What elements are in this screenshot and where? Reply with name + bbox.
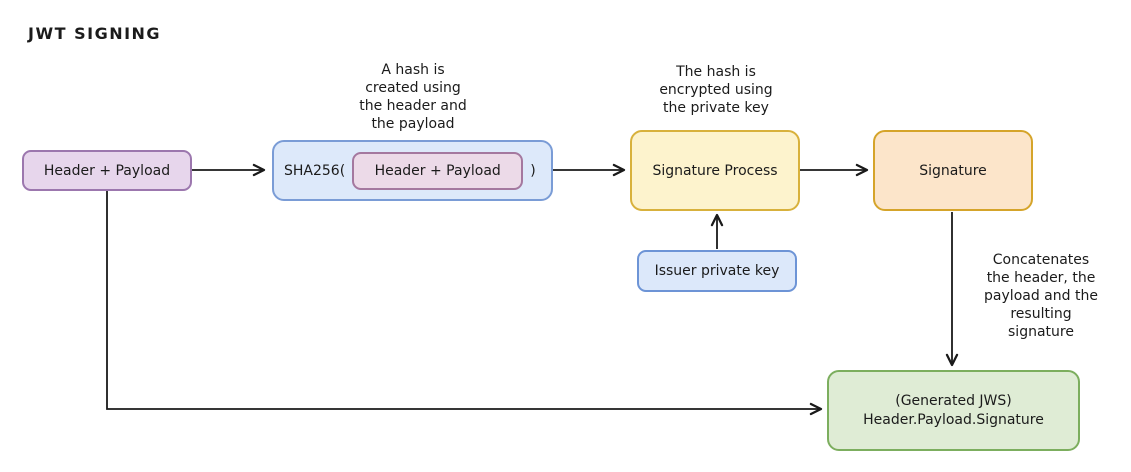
sha256-node: SHA256( Header + Payload ): [272, 140, 553, 201]
sha256-inner-header-payload-node: Header + Payload: [352, 151, 524, 190]
generated-jws-node: (Generated JWS) Header.Payload.Signature: [827, 370, 1080, 451]
sha256-suffix-label: ): [530, 162, 536, 179]
issuer-private-key-label: Issuer private key: [654, 263, 780, 279]
signature-process-label: Signature Process: [652, 162, 778, 179]
concatenates-note: Concatenates the header, the payload and…: [984, 252, 1098, 340]
header-payload-node: Header + Payload: [22, 150, 192, 191]
generated-jws-label: (Generated JWS) Header.Payload.Signature: [863, 392, 1044, 428]
signature-node: Signature: [873, 130, 1033, 211]
sha256-inner-label: Header + Payload: [374, 162, 501, 179]
hash-encrypted-note: The hash is encrypted using the private …: [659, 64, 773, 116]
signature-label: Signature: [919, 162, 987, 179]
arrow-headerpayload-to-jws: [106, 191, 823, 416]
diagram-title: JWT SIGNING: [28, 24, 162, 43]
hash-created-note: A hash is created using the header and t…: [359, 62, 467, 132]
issuer-private-key-node: Issuer private key: [637, 250, 797, 292]
sha256-prefix-label: SHA256(: [284, 162, 346, 179]
signature-process-node: Signature Process: [630, 130, 800, 211]
header-payload-label: Header + Payload: [43, 162, 171, 179]
